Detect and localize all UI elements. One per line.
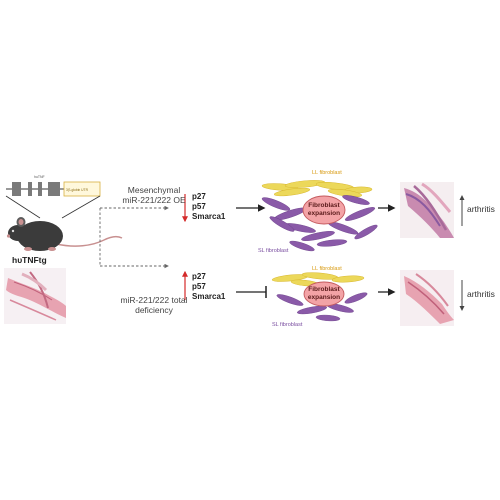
gene-smarca1-top: Smarca1 [192, 212, 226, 221]
inhibit-arrow-bottom [236, 286, 267, 298]
expansion-label-bottom-1: Fibroblast [308, 286, 340, 293]
construct-zoom-line [61, 195, 101, 219]
fibroblast-cluster-top [261, 180, 378, 252]
expansion-oval [302, 195, 346, 225]
gene-p27-top: p27 [192, 192, 206, 201]
fibroblast-cluster-bottom [271, 272, 368, 322]
sl-fibroblast-label-bottom: SL fibroblast [272, 322, 303, 328]
outcome-histology-bottom [400, 270, 454, 326]
expansion-label-top-1: Fibroblast [308, 202, 340, 209]
transgene-label: huTNF [34, 175, 45, 179]
arthritis-label-top: arthritis [467, 204, 495, 214]
gene-p57-top: p57 [192, 202, 206, 211]
expansion-label-top-2: expansion [307, 210, 341, 217]
arthritis-label-bottom: arthritis [467, 289, 495, 299]
expansion-oval [303, 281, 345, 307]
branch-arrows [99, 205, 169, 269]
utr-label: 3'β-globin UTR [66, 188, 89, 192]
mouse-label: hυTNFtg [12, 255, 47, 265]
mouse-illustration [6, 217, 123, 251]
expansion-label-bottom-2: expansion [307, 294, 341, 301]
outcome-histology-top [400, 182, 454, 238]
gene-smarca1-bottom: Smarca1 [192, 292, 226, 301]
gene-p57-bottom: p57 [192, 282, 206, 291]
utr-box [63, 181, 101, 197]
condition-label-top-1: Mesenchymal [127, 185, 181, 195]
condition-label-bottom-1: miR-221/222 total [120, 295, 188, 305]
sl-fibroblast-label-top: SL fibroblast [258, 248, 289, 254]
exon-block [28, 182, 32, 196]
mouse-joint-histology [4, 268, 66, 324]
transgene-construct [6, 181, 101, 197]
ll-fibroblast-label-top: LL fibroblast [312, 170, 342, 176]
condition-label-top-2: miR-221/222 OE [122, 195, 186, 205]
condition-label-bottom-2: deficiency [135, 305, 173, 315]
exon-block [38, 182, 42, 196]
construct-zoom-line [5, 195, 41, 219]
ll-fibroblast-label-bottom: LL fibroblast [312, 266, 342, 272]
exon-block [48, 182, 60, 196]
exon-block [12, 182, 21, 196]
gene-p27-bottom: p27 [192, 272, 206, 281]
